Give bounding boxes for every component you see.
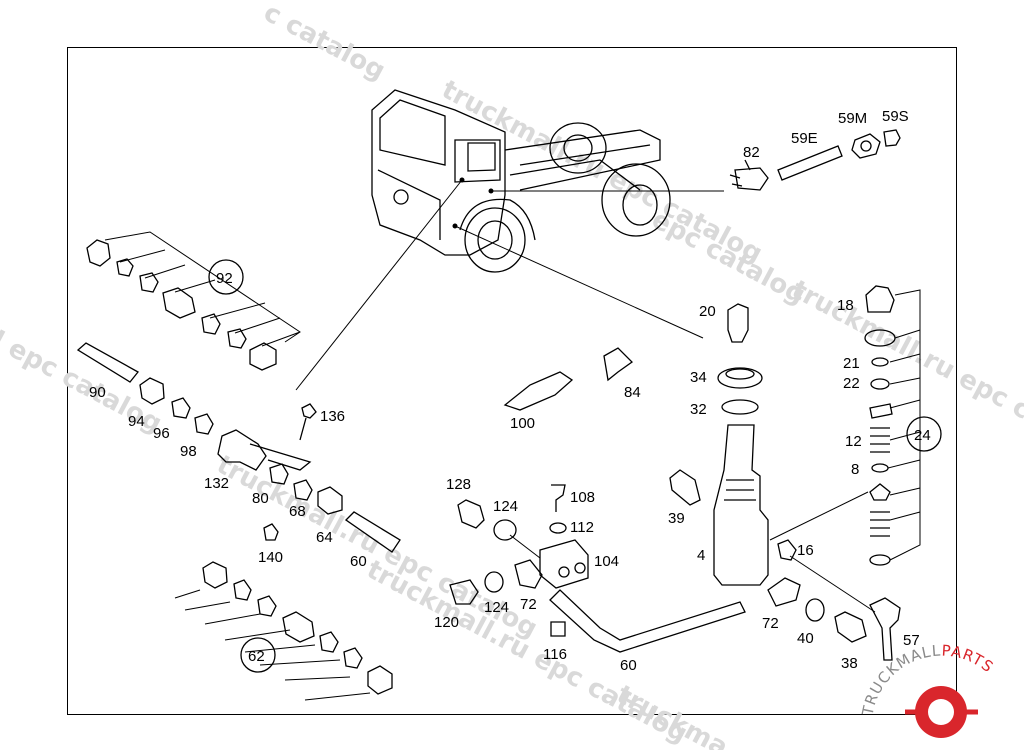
label-82: 82 [743,144,760,161]
part-labels: 82 59E 59M 59S 92 90 94 96 98 136 132 80… [89,108,931,674]
part-group-92 [86,231,301,371]
label-60b: 60 [620,657,637,674]
label-60a: 60 [350,553,367,570]
truck-illustration [371,89,671,273]
label-59E: 59E [791,130,818,147]
label-104: 104 [594,553,619,570]
part-90-rod [76,342,139,383]
label-116: 116 [543,646,567,663]
label-136: 136 [320,408,345,425]
label-12: 12 [845,433,862,450]
label-72b: 72 [762,615,779,632]
part-group-132-136 [217,403,317,471]
label-94: 94 [128,413,145,430]
label-100: 100 [510,415,535,432]
label-64: 64 [316,529,333,546]
label-90: 90 [89,384,106,401]
label-38: 38 [841,655,858,672]
label-24: 24 [914,427,931,444]
part-group-104 [457,484,589,589]
label-140: 140 [258,549,283,566]
label-8: 8 [851,461,859,478]
label-112: 112 [570,519,594,536]
label-80: 80 [252,490,269,507]
label-21: 21 [843,355,860,372]
label-124b: 124 [484,599,509,616]
label-62: 62 [248,648,265,665]
label-39: 39 [668,510,685,527]
label-84: 84 [624,384,641,401]
label-4: 4 [697,547,705,564]
label-16: 16 [797,542,814,559]
label-20: 20 [699,303,716,320]
truckmall-logo: TRUCKMALLPARTS [858,642,996,738]
part-group-120 [449,559,746,653]
label-57: 57 [903,632,920,649]
label-120: 120 [434,614,459,631]
part-group-80-68-64-60 [263,463,401,553]
label-32: 32 [690,401,707,418]
label-59S: 59S [882,108,909,125]
part-group-82-59 [729,129,901,191]
part-group-right-lower [767,555,901,661]
leader-lines [295,179,724,391]
diagram-frame [67,47,957,715]
label-98: 98 [180,443,197,460]
label-22: 22 [843,375,860,392]
part-group-94-98 [139,377,214,435]
label-132: 132 [204,475,229,492]
label-68: 68 [289,503,306,520]
label-18: 18 [837,297,854,314]
label-72a: 72 [520,596,537,613]
watermark-line: truckmall.ru epc catalog [787,275,1024,470]
label-108: 108 [570,489,595,506]
part-group-62 [174,561,393,701]
watermark-line: epc catalog [647,205,810,311]
label-34: 34 [690,369,707,386]
part-group-valve-4 [669,424,797,586]
part-group-center [503,303,763,415]
label-96: 96 [153,425,170,442]
label-128: 128 [446,476,471,493]
part-group-18-24 [769,285,942,566]
label-92: 92 [216,270,233,287]
label-59M: 59M [838,110,867,127]
label-40: 40 [797,630,814,647]
watermark-line: c catalog [259,0,390,87]
label-124a: 124 [493,498,518,515]
